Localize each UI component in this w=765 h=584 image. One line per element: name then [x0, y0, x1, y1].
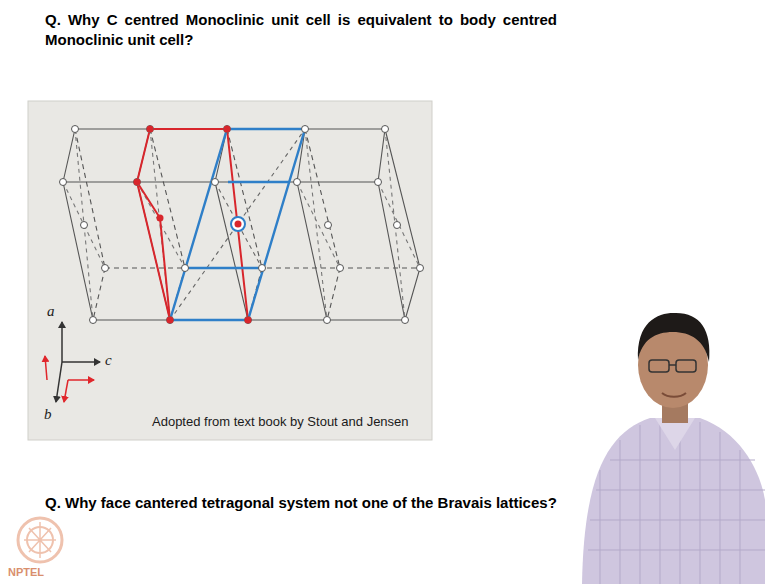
- axis-label: a: [47, 303, 61, 319]
- presenter-figure: [582, 313, 765, 584]
- lattice-points: [60, 126, 424, 324]
- axis-label: b: [44, 406, 58, 422]
- blue-cell: [170, 129, 305, 320]
- red-axes: [45, 356, 94, 402]
- red-points: [134, 126, 252, 324]
- body-centre-point: [231, 217, 245, 231]
- logo-text: NPTEL: [8, 566, 78, 579]
- nptel-logo: [18, 518, 62, 562]
- question-text: Q. Why C centred Monoclinic unit cell is…: [45, 10, 557, 50]
- axes: [56, 322, 100, 402]
- red-cell: [137, 129, 248, 320]
- source-caption: Adopted from text book by Stout and Jens…: [152, 414, 430, 430]
- axis-label: c: [105, 352, 119, 368]
- question-text: Q. Why face cantered tetragonal system n…: [45, 493, 557, 513]
- figure-panel: [28, 101, 432, 440]
- lattice-lines: [63, 129, 420, 320]
